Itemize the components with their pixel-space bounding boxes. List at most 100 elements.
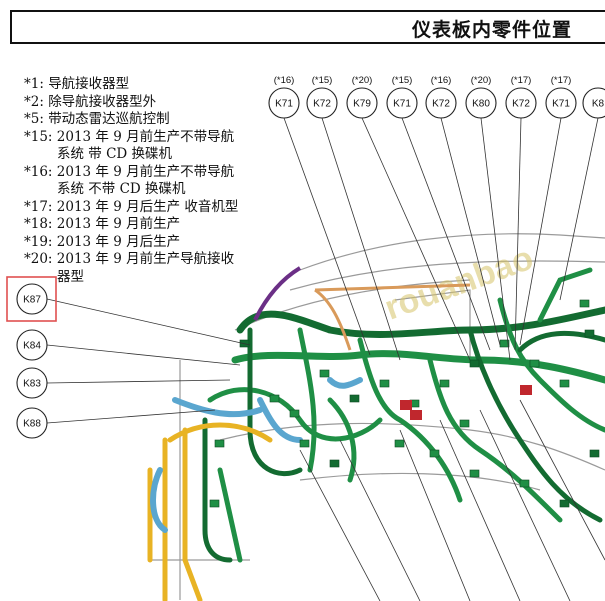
leader-line bbox=[321, 117, 401, 361]
harness-connector-block bbox=[319, 369, 330, 378]
leader-line bbox=[46, 379, 231, 384]
connector-id-label: K72 bbox=[313, 99, 331, 110]
connector-callout-k72: (*17) K72 bbox=[505, 75, 537, 119]
connector-callout-k88: K88 bbox=[16, 407, 48, 439]
harness-connector-block bbox=[289, 409, 300, 418]
leader-line bbox=[559, 117, 599, 301]
legend-note-key: *19: bbox=[24, 233, 57, 250]
connector-id-label: K72 bbox=[432, 99, 450, 110]
legend-note: *15: 2013 年 9 月前生产不带导航 bbox=[24, 129, 238, 147]
connector-callouts: (*16)K71(*15)K72(*20)K79(*15)K71(*16)K72… bbox=[6, 75, 605, 439]
red-connector-block bbox=[520, 385, 532, 395]
legend-note-key: *15: bbox=[24, 128, 57, 145]
yellow-harness-wire bbox=[167, 422, 273, 443]
connector-circle bbox=[505, 87, 537, 119]
connector-callout-k71: (*16) K71 bbox=[268, 75, 300, 119]
connector-callout-k83: K83 bbox=[16, 367, 48, 399]
connector-condition-label: (*20) bbox=[352, 75, 373, 86]
connector-callout-k71: (*15)K71 bbox=[386, 75, 418, 119]
connector-circle bbox=[346, 87, 378, 119]
harness-connector-block bbox=[559, 499, 570, 508]
green-harness-wire bbox=[217, 467, 243, 563]
green-harness-wire bbox=[327, 397, 357, 483]
leader-line bbox=[299, 449, 381, 601]
legend-note-text: 带动态雷达巡航控制 bbox=[48, 111, 170, 127]
connector-condition-label: (*17) bbox=[511, 75, 532, 86]
connector-id-label: K84 bbox=[23, 341, 41, 352]
green-harness-wire bbox=[297, 327, 317, 473]
green-harness-wire bbox=[427, 357, 563, 523]
legend-note-text: 2013 年 9 月前生产不带导航 bbox=[56, 128, 235, 145]
connector-circle bbox=[16, 283, 48, 315]
harness-connector-block bbox=[469, 469, 480, 478]
connector-circle bbox=[16, 407, 48, 439]
leader-line bbox=[46, 298, 251, 346]
connector-circle bbox=[386, 87, 418, 119]
legend-notes: *1: 导航接收器型*2: 除导航接收器型外*5: 带动态雷达巡航控制*15: … bbox=[24, 76, 238, 286]
connector-circle bbox=[582, 87, 605, 119]
green-harness-wire bbox=[202, 417, 233, 563]
legend-note-text: 2013 年 9 月前生产导航接收 bbox=[56, 251, 235, 267]
green-harness-wire bbox=[537, 267, 593, 323]
red-connector-block bbox=[400, 400, 412, 410]
connector-condition-label: (*20) bbox=[471, 75, 492, 86]
connector-id-label: K72 bbox=[512, 99, 530, 110]
leader-line bbox=[361, 117, 471, 361]
connector-circle bbox=[425, 87, 457, 119]
green-harness-wire bbox=[467, 327, 603, 523]
wiring-harness bbox=[147, 266, 605, 601]
legend-note: 系统 不带 CD 换碟机 bbox=[24, 181, 238, 199]
harness-connector-block bbox=[579, 299, 590, 308]
legend-note: *17: 2013 年 9 月后生产 收音机型 bbox=[24, 199, 238, 217]
connector-callout-k84: K84 bbox=[16, 329, 48, 361]
page-title: 仪表板内零件位置 bbox=[411, 19, 572, 41]
legend-note-text: 除导航接收器型外 bbox=[48, 93, 157, 110]
connector-id-label: K83 bbox=[23, 379, 41, 390]
harness-connector-block bbox=[559, 379, 570, 388]
connector-id-label: K71 bbox=[275, 99, 293, 110]
green-harness-wire bbox=[236, 306, 605, 338]
leader-line bbox=[339, 439, 421, 601]
leader-line bbox=[283, 117, 371, 356]
legend-note-text: 2013 年 9 月后生产 bbox=[56, 233, 181, 250]
connector-circle bbox=[268, 87, 300, 119]
connector-id-label: K71 bbox=[552, 99, 570, 110]
leader-line bbox=[479, 409, 571, 601]
callout-leaders bbox=[46, 117, 605, 601]
leader-line bbox=[519, 117, 562, 346]
legend-note-key: *2: bbox=[24, 93, 49, 110]
blue-harness-wire bbox=[172, 397, 263, 418]
legend-note-text: 系统 带 CD 换碟机 bbox=[57, 146, 173, 162]
connector-condition-label: (*15) bbox=[312, 75, 333, 86]
connector-circle bbox=[306, 87, 338, 119]
harness-connector-block bbox=[529, 359, 540, 368]
harness-connector-block bbox=[209, 499, 220, 508]
green-harness-wire bbox=[517, 330, 605, 353]
legend-note-key: *5: bbox=[24, 111, 49, 127]
harness-connector-block bbox=[469, 359, 480, 368]
connector-callout-k72: (*16)K72 bbox=[425, 75, 457, 119]
legend-note-text: 导航接收器型 bbox=[48, 76, 130, 92]
harness-connector-block bbox=[429, 449, 440, 458]
harness-connector-block bbox=[349, 394, 360, 403]
leader-line bbox=[46, 344, 241, 366]
legend-note-text: 2013 年 9 月后生产 收音机型 bbox=[56, 198, 239, 215]
blue-harness-wire bbox=[257, 397, 303, 443]
green-harness-wire bbox=[497, 297, 605, 433]
legend-note-key: *18: bbox=[24, 216, 57, 232]
blue-harness-wire bbox=[150, 467, 168, 533]
connector-id-label: K8 bbox=[592, 99, 605, 110]
green-harness-wire bbox=[357, 337, 463, 503]
connector-condition-label: (*16) bbox=[274, 75, 295, 86]
yellow-harness-wire bbox=[182, 427, 203, 601]
leader-line bbox=[519, 399, 605, 561]
legend-note: *20: 2013 年 9 月前生产导航接收 bbox=[24, 251, 238, 269]
harness-connector-block bbox=[299, 439, 310, 448]
legend-note: 系统 带 CD 换碟机 bbox=[24, 146, 238, 164]
leader-line bbox=[514, 117, 522, 351]
connector-condition-label: (*17) bbox=[551, 75, 572, 86]
harness-connector-block bbox=[379, 379, 390, 388]
leader-line bbox=[46, 409, 216, 424]
watermark: rouanbao bbox=[380, 239, 539, 328]
